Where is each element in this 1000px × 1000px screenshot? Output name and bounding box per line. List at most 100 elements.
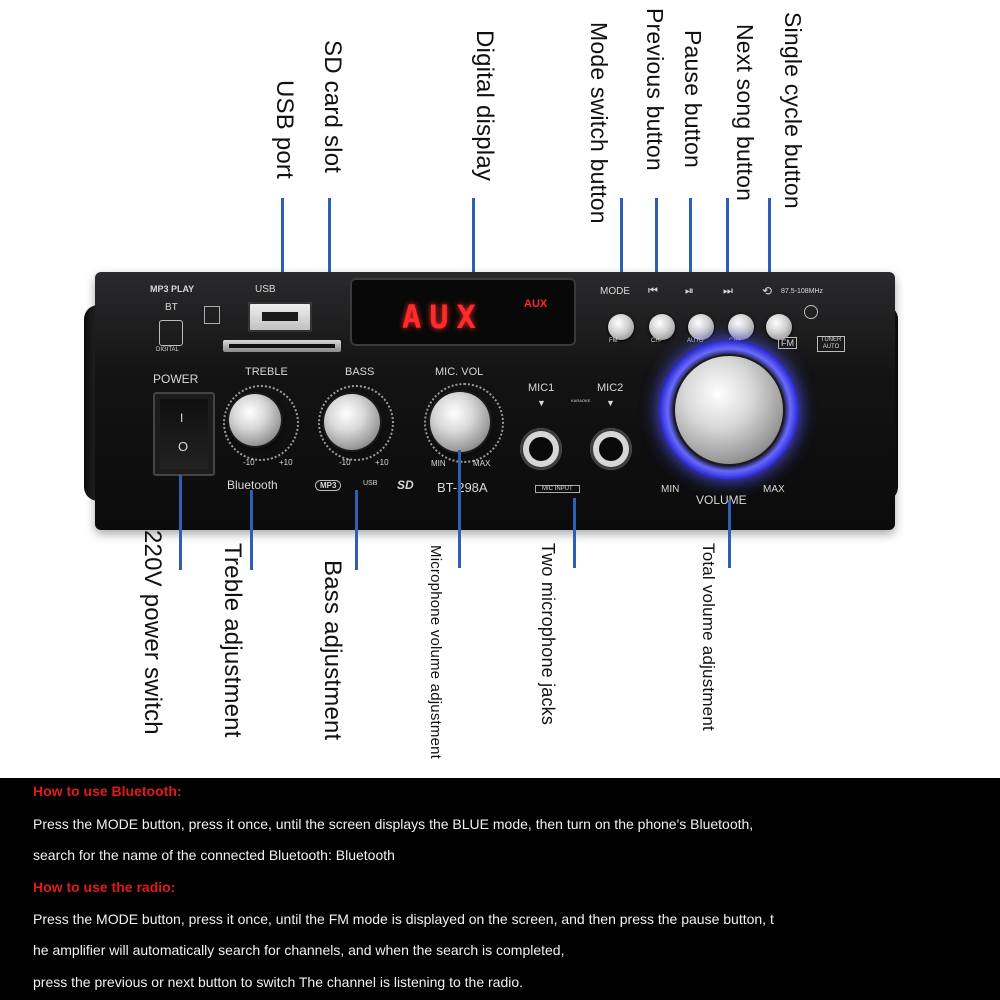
display-text: AUX: [402, 298, 484, 336]
instructions-panel: How to use Bluetooth: Press the MODE but…: [0, 778, 1000, 1000]
callout-mode-switch-button: Mode switch button: [586, 22, 612, 224]
callout-digital-display: Digital display: [471, 30, 498, 182]
radio-line-2: he amplifier will automatically search f…: [33, 942, 565, 958]
model-label: BT-298A: [437, 480, 488, 495]
callout-mic-volume-adjustment: Microphone volume adjustment: [427, 545, 444, 760]
callout-usb-port: USB port: [271, 80, 298, 179]
digital-label: DIGITAL: [156, 347, 179, 353]
usb-port-slot: [262, 312, 298, 321]
mic1-jack[interactable]: [520, 428, 562, 470]
radio-heading: How to use the radio:: [33, 879, 176, 895]
leader-treble: [250, 490, 253, 570]
mic-vol-min-label: MIN: [431, 459, 446, 468]
digital-display: AUX AUX: [352, 280, 574, 344]
leader-mic-vol: [458, 450, 461, 568]
power-rocker: I O: [160, 399, 208, 469]
leader-pause: [689, 198, 692, 282]
leader-volume: [728, 500, 731, 568]
treble-min-label: -10: [243, 458, 255, 467]
mic-vol-knob[interactable]: [430, 392, 490, 452]
sd-card-icon: [204, 306, 220, 324]
usb-logo: USB: [363, 480, 378, 487]
sd-card-slot-gap: [229, 344, 335, 348]
treble-knob[interactable]: [229, 394, 281, 446]
callout-pause-button: Pause button: [680, 30, 706, 168]
prev-icon: ⏮: [648, 285, 658, 297]
bass-min-label: -10: [339, 458, 351, 467]
callout-sd-card-slot: SD card slot: [319, 40, 346, 174]
usb-port[interactable]: [248, 302, 312, 332]
previous-button[interactable]: [649, 314, 675, 340]
callout-next-song-button: Next song button: [732, 24, 758, 202]
radio-line-3: press the previous or next button to swi…: [33, 974, 524, 990]
btn-fm-label: FM: [609, 338, 618, 344]
display-badge: AUX: [524, 298, 548, 310]
power-label: POWER: [153, 372, 199, 386]
callout-two-mic-jacks: Two microphone jacks: [538, 543, 558, 726]
fm-badge: FM: [778, 337, 797, 349]
mode-button[interactable]: [608, 314, 634, 340]
leader-next-song: [726, 198, 729, 282]
bluetooth-heading: How to use Bluetooth:: [33, 783, 182, 799]
mic-input-label: MIC INPUT: [535, 485, 580, 493]
bluetooth-line-2: search for the name of the connected Blu…: [33, 847, 395, 863]
callout-bass-adjustment: Bass adjustment: [319, 560, 346, 741]
next-song-button[interactable]: [728, 314, 754, 340]
bass-max-label: +10: [375, 458, 389, 467]
btn-ch-minus-label: CH-: [651, 338, 662, 344]
bass-knob[interactable]: [324, 394, 380, 450]
freq-range-label: 87.5-108MHz: [781, 288, 824, 295]
mic1-arrow-icon: ▼: [537, 398, 546, 408]
pause-button[interactable]: [688, 314, 714, 340]
mic-vol-max-label: MAX: [473, 459, 491, 468]
leader-mode-switch: [620, 198, 623, 282]
mic-vol-label: MIC. VOL: [435, 366, 484, 378]
callout-previous-button: Previous button: [642, 8, 668, 171]
callout-power-switch: 220V power switch: [139, 530, 166, 735]
power-switch[interactable]: I O: [153, 392, 215, 476]
volume-label: VOLUME: [696, 493, 747, 507]
treble-scale: [223, 385, 299, 461]
volume-min-label: MIN: [661, 484, 680, 495]
leader-power: [179, 475, 182, 570]
treble-label: TREBLE: [245, 366, 288, 378]
ir-sensor-icon: [804, 305, 818, 319]
leader-bass: [355, 490, 358, 570]
mic2-arrow-icon: ▼: [606, 398, 615, 408]
mic2-label: MIC2: [597, 382, 624, 394]
callout-treble-adjustment: Treble adjustment: [219, 543, 246, 738]
leader-mic-jacks: [573, 498, 576, 568]
power-on-mark: I: [180, 411, 184, 425]
tuner-auto-badge: TUNER AUTO: [817, 336, 845, 352]
bass-label: BASS: [345, 366, 375, 378]
btn-auto-label: AUTO: [687, 338, 704, 344]
digital-logo-icon: [159, 320, 183, 346]
mp3-logo: MP3: [315, 480, 342, 491]
amplifier-front-panel: MP3 PLAY BT DIGITAL USB AUX AUX MODE ⏮ ⏯…: [95, 272, 895, 530]
karaoke-label: KARAOKE: [571, 398, 591, 403]
repeat-icon: ⟲: [762, 284, 773, 298]
callout-single-cycle-button: Single cycle button: [780, 12, 806, 209]
leader-previous: [655, 198, 658, 282]
sd-logo: SD: [397, 478, 414, 492]
callout-total-volume-adjustment: Total volume adjustment: [699, 543, 718, 731]
power-off-mark: O: [178, 439, 189, 454]
next-icon: ⏭: [723, 285, 733, 297]
single-cycle-button[interactable]: [766, 314, 792, 340]
mic1-label: MIC1: [528, 382, 555, 394]
sd-card-slot[interactable]: [223, 340, 341, 352]
mp3-play-label: MP3 PLAY: [150, 284, 195, 294]
bluetooth-logo: Bluetooth: [227, 478, 278, 492]
volume-knob[interactable]: [675, 356, 783, 464]
usb-label: USB: [255, 284, 276, 295]
volume-max-label: MAX: [763, 484, 785, 495]
play-pause-icon: ⏯: [685, 285, 694, 297]
mic-vol-scale: [424, 383, 504, 463]
bluetooth-line-1: Press the MODE button, press it once, un…: [33, 816, 754, 832]
radio-line-1: Press the MODE button, press it once, un…: [33, 911, 774, 927]
leader-usb-port: [281, 198, 284, 308]
leader-single-cycle: [768, 198, 771, 282]
bass-scale: [318, 385, 394, 461]
mic2-jack[interactable]: [590, 428, 632, 470]
mode-label: MODE: [600, 286, 630, 297]
